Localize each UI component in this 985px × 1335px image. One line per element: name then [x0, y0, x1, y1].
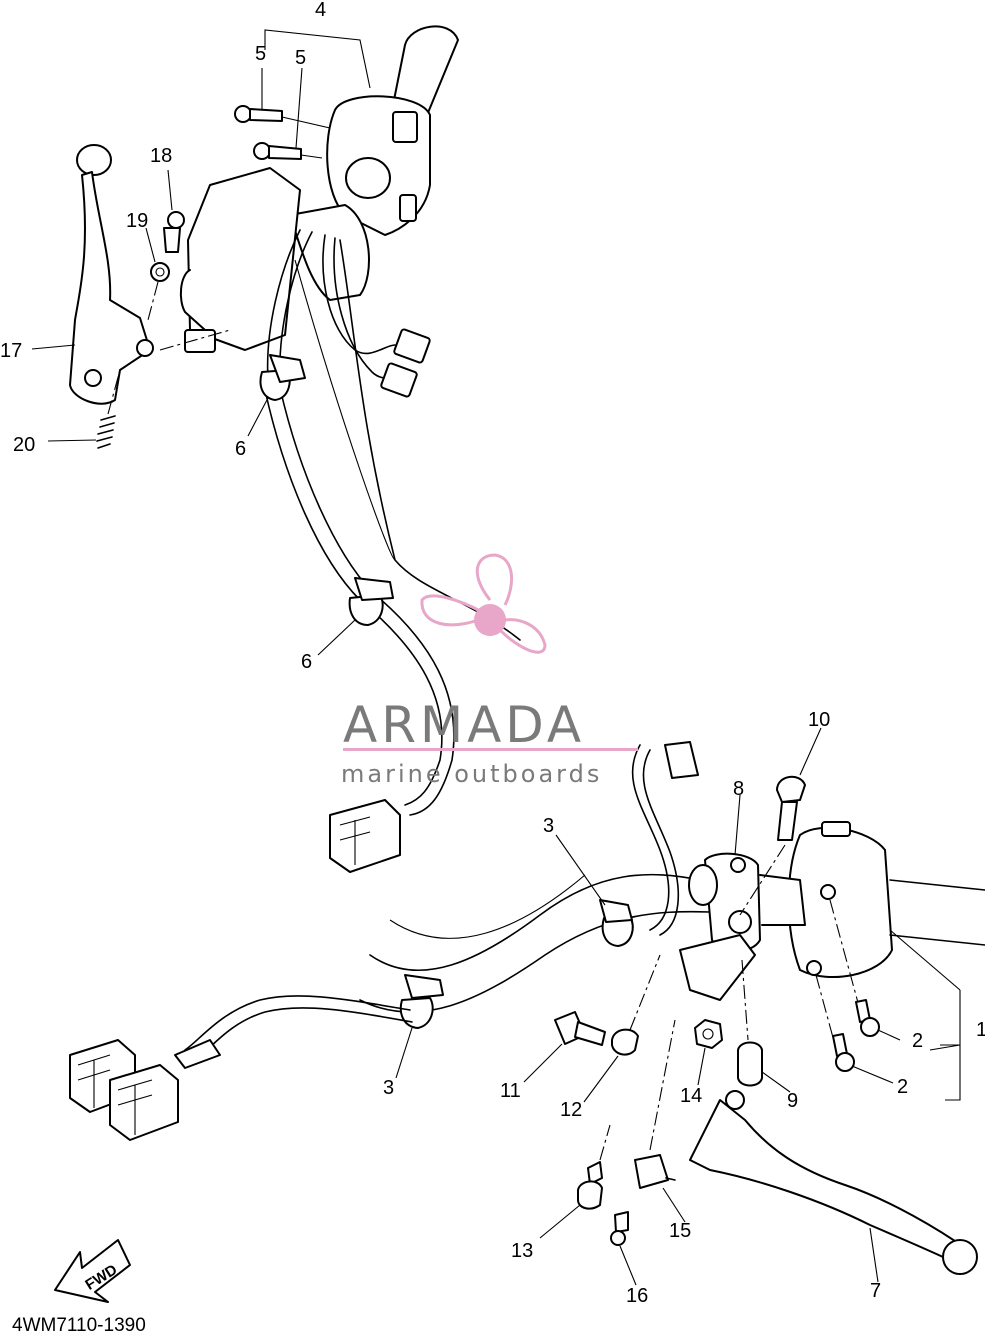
callout-11: 11 — [500, 1080, 521, 1102]
callout-2a: 2 — [912, 1030, 923, 1052]
screw-2a — [829, 899, 880, 1037]
callout-5b: 5 — [295, 47, 306, 69]
callout-14: 14 — [680, 1085, 702, 1107]
cable-clamp-3b — [399, 974, 444, 1029]
callout-10: 10 — [808, 709, 830, 731]
lower-wire-harness — [631, 741, 699, 936]
watermark-divider — [343, 748, 638, 751]
bolt-10 — [739, 775, 806, 916]
brake-master-holder-8 — [679, 852, 806, 1001]
collar-9 — [737, 959, 763, 1087]
washer-12 — [611, 954, 661, 1056]
callout-1: 1 — [976, 1019, 985, 1041]
lower-cable — [184, 995, 413, 1061]
switch-screw-5a — [234, 105, 331, 129]
watermark-subtitle: marine outboards — [341, 760, 602, 788]
armada-watermark: ARMADA marine outboards — [341, 553, 638, 788]
callout-labels: 1 2 2 3 3 4 5 5 6 6 7 8 9 10 11 12 13 14… — [0, 0, 985, 1307]
callout-6b: 6 — [301, 651, 312, 673]
upper-connector — [329, 799, 401, 873]
switch-screw-5b — [253, 142, 323, 160]
callout-3a: 3 — [543, 815, 554, 837]
callout-2b: 2 — [897, 1076, 908, 1098]
callout-9: 9 — [787, 1090, 798, 1112]
callout-15: 15 — [669, 1220, 691, 1242]
bolt-18 — [163, 211, 185, 253]
part-code: 4WM7110-1390 — [12, 1315, 146, 1335]
callout-6a: 6 — [235, 438, 246, 460]
callout-5a: 5 — [255, 43, 266, 65]
forward-direction-arrow: FWD — [54, 1239, 131, 1303]
nut-19 — [147, 262, 170, 321]
lower-connector-b — [109, 1039, 221, 1141]
throttle-switch-housing — [326, 95, 431, 236]
cable-clamp-6a — [259, 354, 306, 401]
right-grip-handlebar — [391, 25, 459, 121]
screw-2b — [815, 974, 855, 1072]
callout-3b: 3 — [383, 1077, 394, 1099]
callout-13: 13 — [511, 1240, 533, 1262]
callout-7: 7 — [870, 1280, 881, 1302]
callout-18: 18 — [150, 145, 172, 167]
top-wire-harness — [266, 229, 521, 641]
propeller-logo-icon — [420, 553, 547, 654]
nut-14 — [694, 1019, 723, 1049]
callout-4: 4 — [315, 0, 326, 21]
callout-20: 20 — [13, 434, 35, 456]
brake-switch-housing — [787, 821, 985, 978]
lower-switch-housing — [289, 204, 370, 301]
callout-19: 19 — [126, 210, 148, 232]
brake-lever-7 — [689, 1090, 978, 1275]
callout-12: 12 — [560, 1099, 582, 1121]
cable-clamp-6b — [348, 577, 394, 626]
lever-holder-block — [179, 167, 301, 353]
bolt-11 — [554, 1011, 606, 1046]
watermark-title: ARMADA — [343, 696, 585, 754]
screw-16 — [610, 1211, 629, 1246]
callout-8: 8 — [733, 778, 744, 800]
switch-15 — [634, 1019, 676, 1189]
bolt-13 — [577, 1124, 611, 1210]
lever-17 — [69, 144, 231, 405]
callout-16: 16 — [626, 1285, 648, 1307]
cable-clamp-3a — [599, 899, 634, 947]
spring-20 — [96, 369, 121, 449]
callout-17: 17 — [0, 340, 22, 362]
callout-leaders — [31, 29, 961, 1286]
main-cable — [264, 387, 455, 816]
